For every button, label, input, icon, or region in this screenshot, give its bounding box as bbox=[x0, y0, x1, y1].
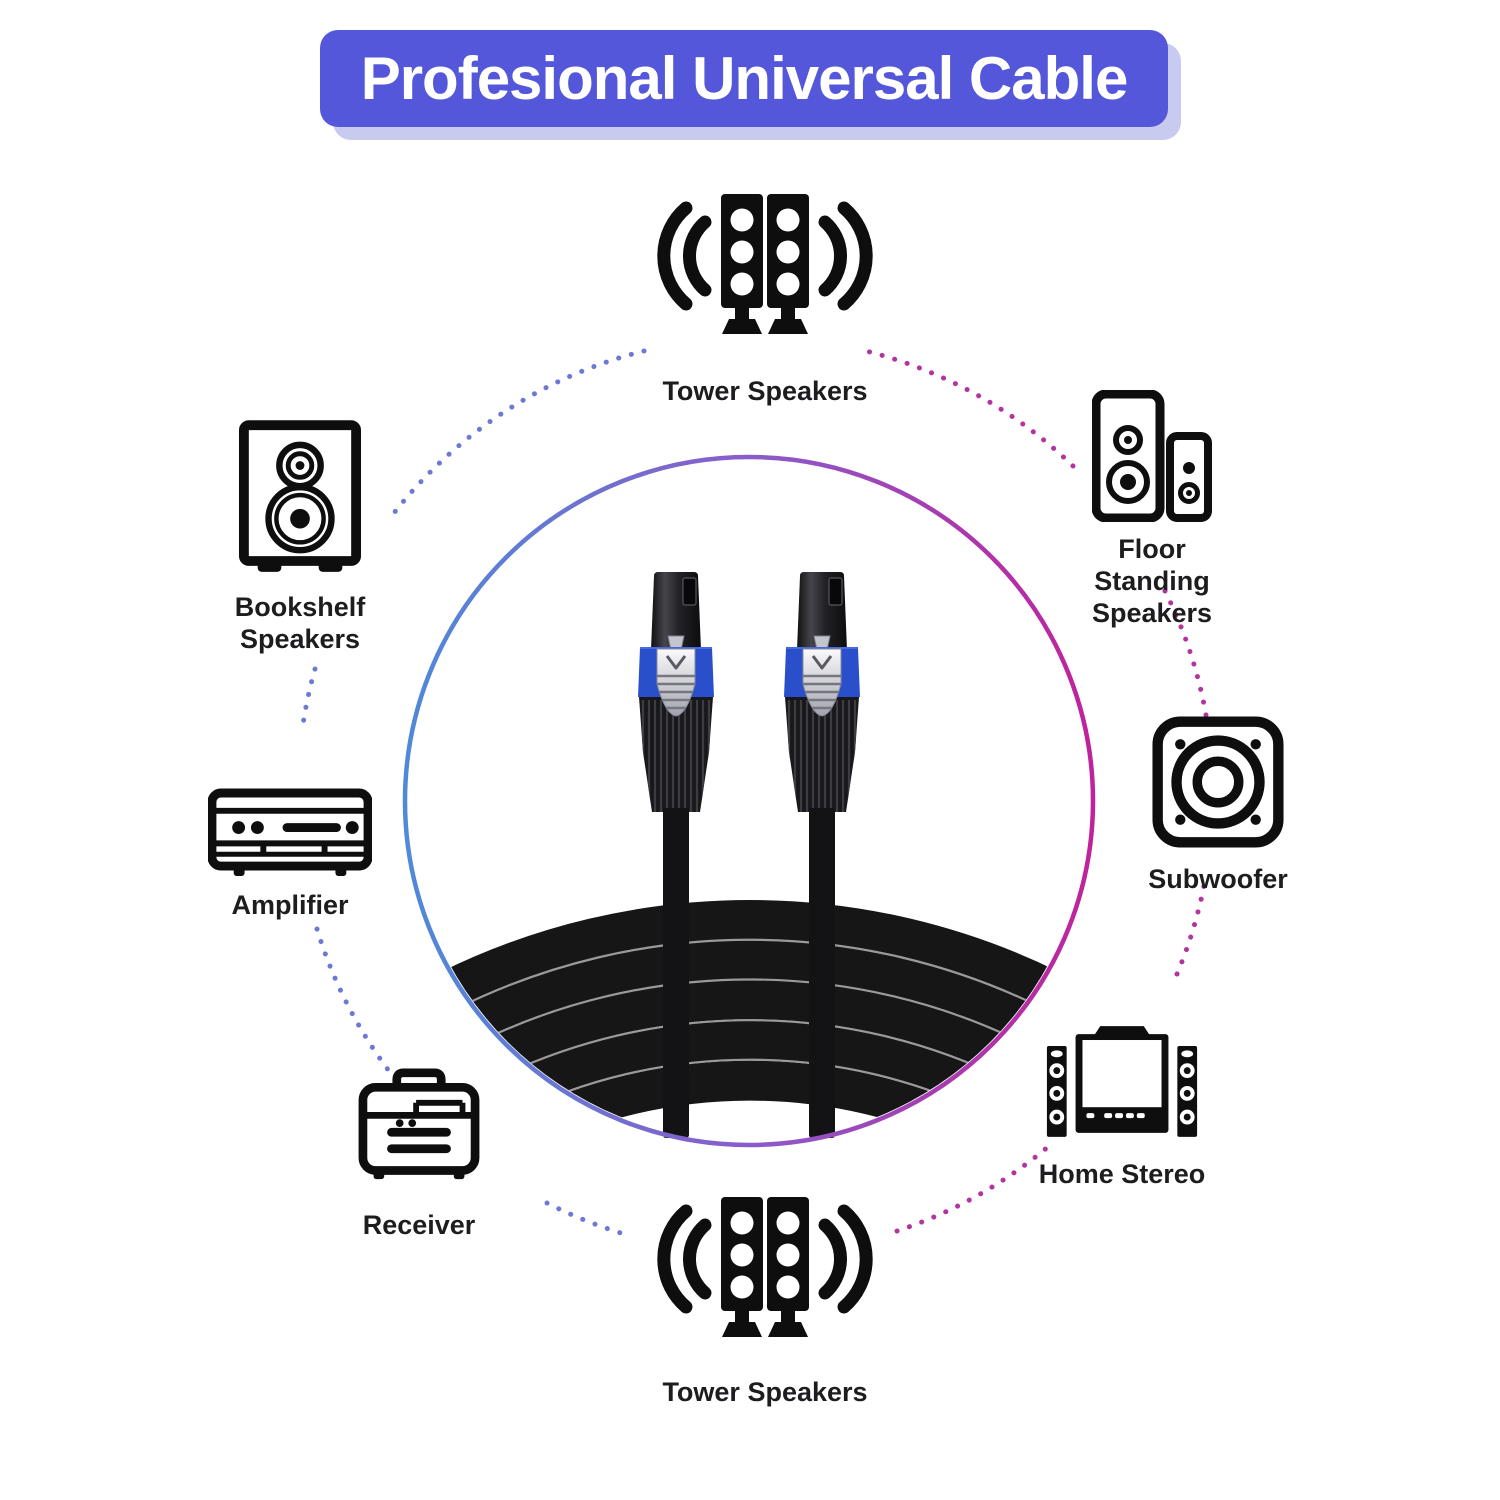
dotted-arc bbox=[544, 1200, 624, 1236]
title-banner: Profesional Universal Cable bbox=[320, 30, 1168, 127]
dotted-arc bbox=[1160, 584, 1209, 718]
station-bookshelf-speakers: Bookshelf Speakers bbox=[225, 420, 375, 656]
station-receiver: Receiver bbox=[319, 1068, 519, 1242]
subwoofer-icon bbox=[1152, 716, 1284, 848]
dotted-arc bbox=[314, 926, 392, 1074]
station-label: Receiver bbox=[362, 1210, 476, 1240]
receiver-icon bbox=[358, 1068, 480, 1180]
dotted-arc bbox=[299, 666, 318, 734]
home-stereo-icon bbox=[1046, 1026, 1198, 1137]
station-label: Tower Speakers bbox=[662, 1377, 868, 1407]
dotted-arc bbox=[863, 348, 1076, 469]
station-label: Bookshelf Speakers bbox=[234, 592, 366, 654]
gradient-circle bbox=[402, 454, 1096, 1148]
station-label: Amplifier bbox=[231, 890, 349, 920]
station-subwoofer: Subwoofer bbox=[1108, 716, 1328, 896]
station-label: Tower Speakers bbox=[662, 376, 868, 406]
tower-speakers-icon bbox=[657, 1197, 873, 1337]
station-label: Subwoofer bbox=[1148, 864, 1288, 894]
dotted-arc bbox=[894, 1143, 1052, 1234]
bookshelf-speakers-icon bbox=[238, 420, 362, 572]
tower-speakers-icon bbox=[657, 194, 873, 334]
dotted-connection-ring bbox=[299, 348, 1209, 1236]
dotted-arc bbox=[391, 348, 647, 516]
amplifier-icon bbox=[208, 788, 372, 876]
dotted-arc bbox=[1174, 872, 1209, 977]
station-floor-standing-speakers: Floor Standing Speakers bbox=[1057, 390, 1247, 630]
station-amplifier: Amplifier bbox=[190, 787, 390, 922]
station-home-stereo: Home Stereo bbox=[1012, 1024, 1232, 1191]
floor-standing-speakers-icon bbox=[1092, 390, 1212, 522]
station-label: Home Stereo bbox=[1038, 1159, 1206, 1189]
station-tower-speakers-top: Tower Speakers bbox=[635, 190, 895, 408]
hero-cable-photo bbox=[402, 454, 1096, 1148]
station-tower-speakers-bottom: Tower Speakers bbox=[635, 1193, 895, 1409]
station-label: Floor Standing Speakers bbox=[1091, 534, 1213, 628]
page-title: Profesional Universal Cable bbox=[360, 45, 1129, 112]
